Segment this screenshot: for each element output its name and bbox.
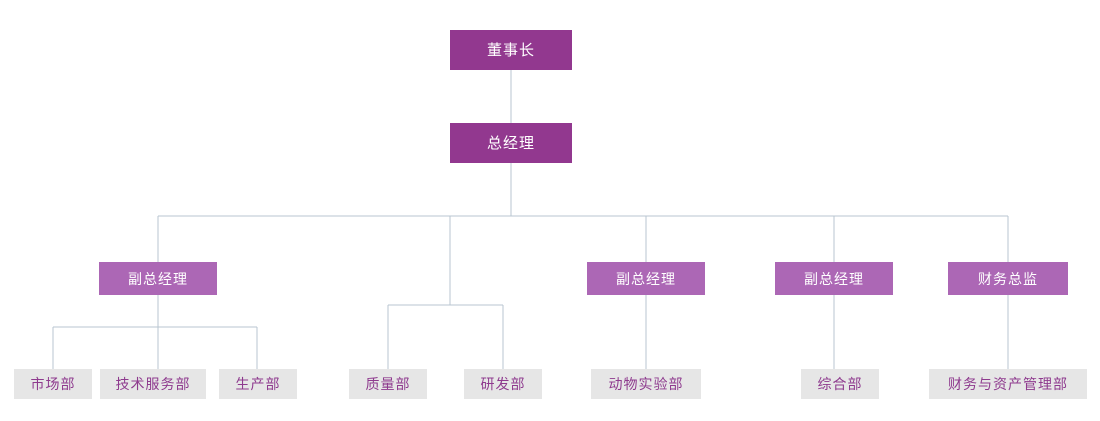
node-vice-general-manager-3[interactable]: 副总经理 (775, 262, 893, 295)
node-cfo[interactable]: 财务总监 (948, 262, 1068, 295)
node-label: 技术服务部 (115, 376, 191, 392)
node-vice-general-manager-2[interactable]: 副总经理 (587, 262, 705, 295)
node-finance-asset-management-department[interactable]: 财务与资产管理部 (929, 369, 1087, 399)
node-label: 质量部 (365, 376, 411, 392)
node-technical-service-department[interactable]: 技术服务部 (100, 369, 206, 399)
node-label: 董事长 (486, 41, 535, 59)
node-label: 副总经理 (128, 270, 188, 287)
node-general-manager[interactable]: 总经理 (450, 123, 572, 163)
node-label: 财务总监 (978, 270, 1038, 287)
node-vice-general-manager-1[interactable]: 副总经理 (99, 262, 217, 295)
node-chairman[interactable]: 董事长 (450, 30, 572, 70)
node-label: 生产部 (235, 376, 281, 392)
node-label: 副总经理 (616, 270, 676, 287)
node-label: 财务与资产管理部 (948, 376, 1068, 392)
node-rnd-department[interactable]: 研发部 (464, 369, 542, 399)
node-label: 综合部 (817, 376, 863, 392)
node-label: 动物实验部 (608, 376, 684, 392)
node-marketing-department[interactable]: 市场部 (14, 369, 92, 399)
node-animal-laboratory-department[interactable]: 动物实验部 (591, 369, 701, 399)
node-quality-department[interactable]: 质量部 (349, 369, 427, 399)
node-label: 市场部 (30, 376, 76, 392)
node-general-affairs-department[interactable]: 综合部 (801, 369, 879, 399)
node-label: 研发部 (480, 376, 526, 392)
node-label: 副总经理 (804, 270, 864, 287)
node-production-department[interactable]: 生产部 (219, 369, 297, 399)
node-label: 总经理 (486, 134, 535, 152)
